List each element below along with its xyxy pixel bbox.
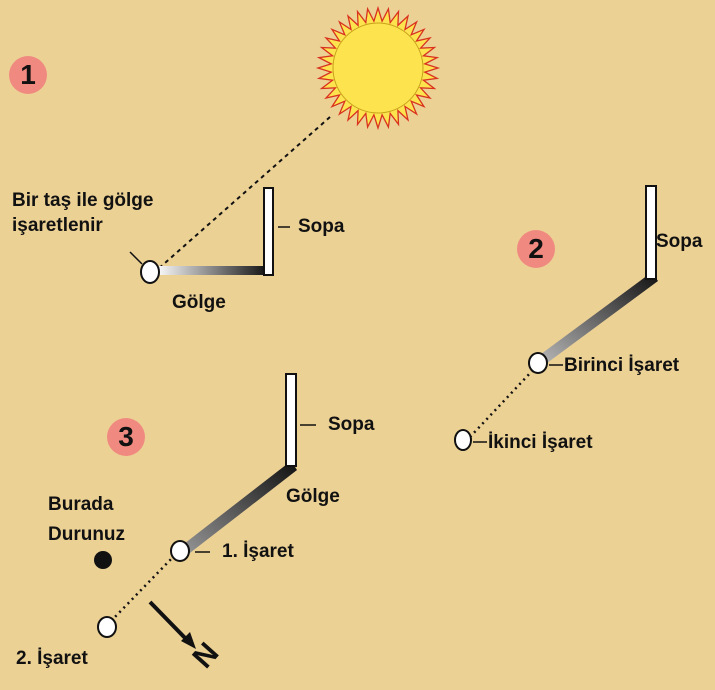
stick-label: Sopa <box>298 216 345 237</box>
stone-icon <box>97 616 117 638</box>
first-mark-label: Birinci İşaret <box>564 355 680 376</box>
shadow-3 <box>180 461 297 556</box>
shadow-label: Gölge <box>286 486 340 507</box>
sun-icon <box>315 5 441 131</box>
stone-icon <box>170 540 190 562</box>
north-arrow-icon: N <box>148 600 225 675</box>
stone-icon <box>528 352 548 374</box>
stone-label-line2: işaretlenir <box>12 215 103 236</box>
dotted-line-2 <box>469 369 534 438</box>
dot-icon <box>94 551 112 569</box>
stone-icon <box>140 260 160 284</box>
stone-icon <box>454 429 472 451</box>
shadow-label: Gölge <box>172 292 226 313</box>
stick-1 <box>263 187 274 276</box>
stick-label: Sopa <box>328 414 375 435</box>
stone-pointer-line <box>129 251 143 265</box>
stick-3 <box>285 373 297 467</box>
sun-ray-line <box>156 116 331 271</box>
shadow-2 <box>537 272 658 366</box>
shadow-1 <box>155 266 268 275</box>
panel-number-badge: 3 <box>107 418 145 456</box>
stand-here-label-line2: Durunuz <box>48 524 126 545</box>
stick-2 <box>645 185 657 280</box>
second-mark-label: İkinci İşaret <box>488 432 593 453</box>
stick-label: Sopa <box>656 231 703 252</box>
first-mark-label: 1. İşaret <box>222 541 294 562</box>
dotted-line-3 <box>111 554 176 621</box>
stand-here-label-line1: Burada <box>48 494 114 515</box>
second-mark-label: 2. İşaret <box>16 648 88 669</box>
panel-number-badge: 2 <box>517 230 555 268</box>
stone-label-line1: Bir taş ile gölge <box>12 190 154 211</box>
panel-number-badge: 1 <box>9 56 47 94</box>
